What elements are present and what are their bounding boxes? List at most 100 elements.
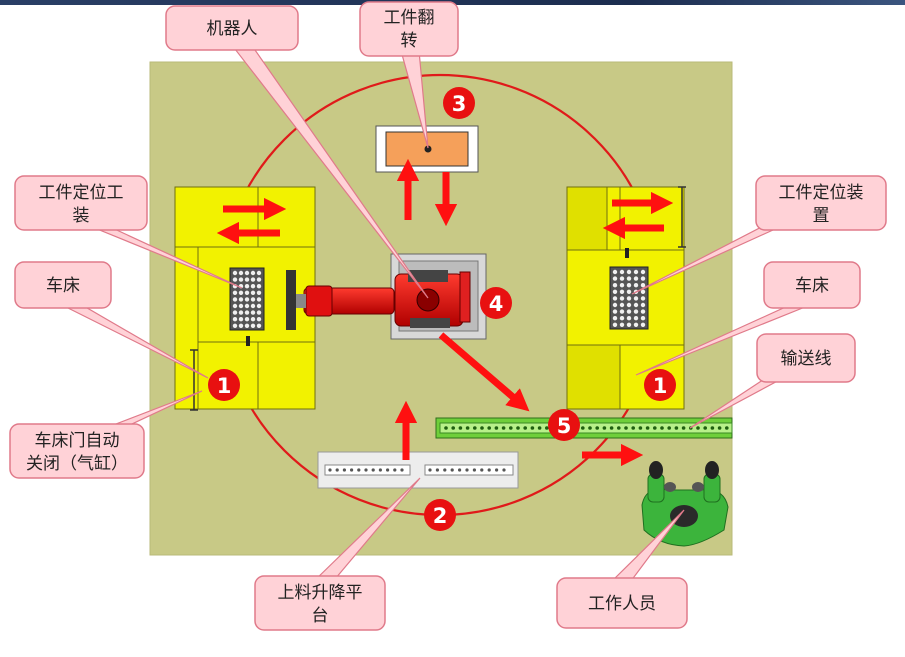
grid-dot <box>256 303 262 309</box>
grid-dot <box>244 270 250 276</box>
grid-dot <box>256 277 262 282</box>
grid-dot <box>450 468 454 472</box>
grid-dot <box>244 303 250 309</box>
grid-dot <box>502 468 506 472</box>
marker-5: 5 <box>548 409 580 441</box>
callout-conveyor: 输送线 <box>756 333 856 383</box>
grid-dot <box>244 310 250 315</box>
grid-dot <box>619 316 625 321</box>
grid-dot <box>725 426 729 430</box>
grid-dot <box>653 426 657 430</box>
grid-dot <box>232 317 238 322</box>
grid-dot <box>633 283 639 288</box>
marker-1-right: 1 <box>644 369 676 401</box>
grid-dot <box>640 276 646 281</box>
grid-dot <box>250 284 256 289</box>
grid-dot <box>501 426 506 430</box>
marker-3: 3 <box>443 87 475 119</box>
label-fixture-right-line1: 工件定位装 <box>779 183 864 203</box>
grid-dot <box>443 468 447 472</box>
grid-dot <box>633 269 639 275</box>
grid-dot <box>619 296 625 301</box>
grid-dot <box>717 426 722 430</box>
grid-dot <box>238 297 244 302</box>
grid-dot <box>250 277 256 282</box>
grid-dot <box>696 426 700 430</box>
grid-dot <box>640 283 646 288</box>
conveyor <box>435 417 733 439</box>
grid-dot <box>244 297 250 302</box>
grid-dot <box>250 303 256 309</box>
grid-dot <box>350 468 354 472</box>
fixture-left-grid <box>229 267 265 331</box>
grid-dot <box>626 322 632 327</box>
grid-dot <box>640 322 646 327</box>
grid-dot <box>674 426 679 430</box>
grid-dot <box>238 270 244 276</box>
grid-dot <box>626 309 632 314</box>
grid-dot <box>631 426 635 430</box>
callout-fixture-left: 工件定位工 装 <box>14 175 148 231</box>
grid-dot <box>378 468 382 472</box>
grid-dot <box>232 290 238 295</box>
grid-dot <box>595 426 599 430</box>
grid-dot <box>660 426 664 430</box>
marker-1-left-text: 1 <box>217 374 232 398</box>
spindle-left <box>286 270 296 330</box>
grid-dot <box>232 303 238 309</box>
marker-5-text: 5 <box>557 414 572 438</box>
grid-dot <box>612 283 618 288</box>
grid-dot <box>256 323 262 328</box>
grid-dot <box>626 283 632 288</box>
grid-dot <box>495 468 499 472</box>
grid-dot <box>238 317 244 322</box>
grid-dot <box>612 302 618 308</box>
marker-2-text: 2 <box>433 504 448 528</box>
grid-dot <box>619 269 625 275</box>
grid-dot <box>458 426 463 430</box>
callout-worker: 工作人员 <box>556 577 688 629</box>
label-flip-line2: 转 <box>401 31 418 51</box>
callout-robot: 机器人 <box>165 5 299 51</box>
label-flip-line1: 工件翻 <box>384 8 435 28</box>
grid-dot <box>238 303 244 309</box>
grid-dot <box>633 302 639 308</box>
grid-dot <box>244 277 250 282</box>
grid-dot <box>612 322 618 327</box>
grid-dot <box>444 426 448 430</box>
grid-dot <box>342 468 346 472</box>
grid-dot <box>465 426 470 430</box>
grid-dot <box>256 310 262 315</box>
grid-dot <box>530 426 535 430</box>
label-fixture-left-line2: 装 <box>73 206 90 226</box>
lift-platform <box>317 451 519 489</box>
grid-dot <box>626 276 632 281</box>
marker-1-right-text: 1 <box>653 374 668 398</box>
grid-dot <box>232 270 238 276</box>
grid-dot <box>612 289 618 294</box>
grid-dot <box>250 317 256 322</box>
grid-dot <box>487 468 491 472</box>
grid-dot <box>609 426 614 430</box>
grid-dot <box>640 302 646 308</box>
grid-dot <box>626 269 632 275</box>
grid-dot <box>238 323 244 328</box>
grid-dot <box>435 468 439 472</box>
label-fixture-right-line2: 置 <box>813 206 830 226</box>
marker-4: 4 <box>480 287 512 319</box>
grid-dot <box>494 426 499 430</box>
grid-dot <box>545 426 549 430</box>
robot <box>296 253 487 340</box>
grid-dot <box>250 323 256 328</box>
callout-fixture-right: 工件定位装 置 <box>755 175 887 231</box>
grid-dot <box>256 284 262 289</box>
grid-dot <box>612 309 618 314</box>
grid-dot <box>472 468 476 472</box>
grid-dot <box>487 426 492 430</box>
grid-dot <box>238 277 244 282</box>
grid-dot <box>619 276 625 281</box>
grid-dot <box>516 426 520 430</box>
grid-dot <box>624 426 628 430</box>
callout-pointers <box>61 39 811 586</box>
